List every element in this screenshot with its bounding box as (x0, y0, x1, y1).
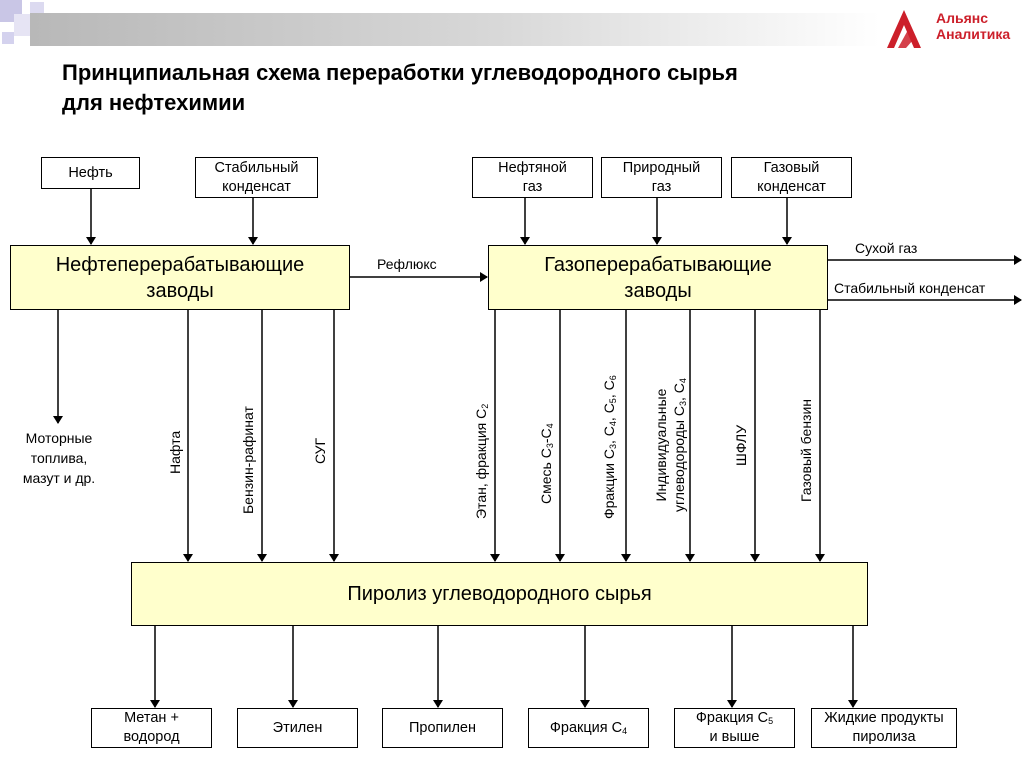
brand-logo: Альянс Аналитика (884, 6, 1024, 52)
input-petroleum-gas: Нефтяной газ (472, 157, 593, 198)
product-methane-hydrogen: Метан + водород (91, 708, 212, 748)
gas-gasoline-label: Газовый бензин (798, 398, 814, 502)
individual-hydrocarbons-label: Индивидуальные углеводороды С3, С4 (653, 378, 688, 512)
ethane-label: Этан, фракция С2 (473, 403, 490, 519)
product-propylene: Пропилен (382, 708, 503, 748)
input-gas-condensate: Газовый конденсат (731, 157, 852, 198)
input-oil: Нефть (41, 157, 140, 189)
naphtha-label: Нафта (167, 430, 183, 474)
reflux-label: Рефлюкс (377, 256, 437, 272)
logo-text: Альянс Аналитика (936, 10, 1011, 42)
input-stable-condensate: Стабильный конденсат (195, 157, 318, 198)
page-title: Принципиальная схема переработки углевод… (62, 60, 738, 115)
product-c5-fraction: Фракция С5 и выше (674, 708, 795, 748)
motor-fuels-label: Моторные топлива, мазут и др. (22, 430, 96, 486)
raffinate-label: Бензин-рафинат (240, 406, 256, 514)
product-ethylene: Этилен (237, 708, 358, 748)
input-natural-gas: Природный газ (601, 157, 722, 198)
fractions-label: Фракции С3, С4, С5, С6 (601, 375, 618, 519)
header-bar (30, 13, 880, 46)
stable-condensate-out-label: Стабильный конденсат (834, 280, 986, 296)
shflu-label: ШФЛУ (733, 424, 749, 466)
logo-triangle-icon (887, 10, 921, 48)
c3-c4-mix-label: Смесь С3-С4 (538, 423, 555, 504)
pyrolysis-box: Пиролиз углеводородного сырья (131, 562, 868, 626)
product-c4-fraction: Фракция С4 (528, 708, 649, 748)
dry-gas-label: Сухой газ (855, 240, 918, 256)
refineries-box: Нефтеперерабатывающие заводы (10, 245, 350, 310)
gas-plants-box: Газоперерабатывающие заводы (488, 245, 828, 310)
lpg-label: СУГ (312, 437, 328, 464)
product-liquid-pyrolysis: Жидкие продукты пиролиза (811, 708, 957, 748)
